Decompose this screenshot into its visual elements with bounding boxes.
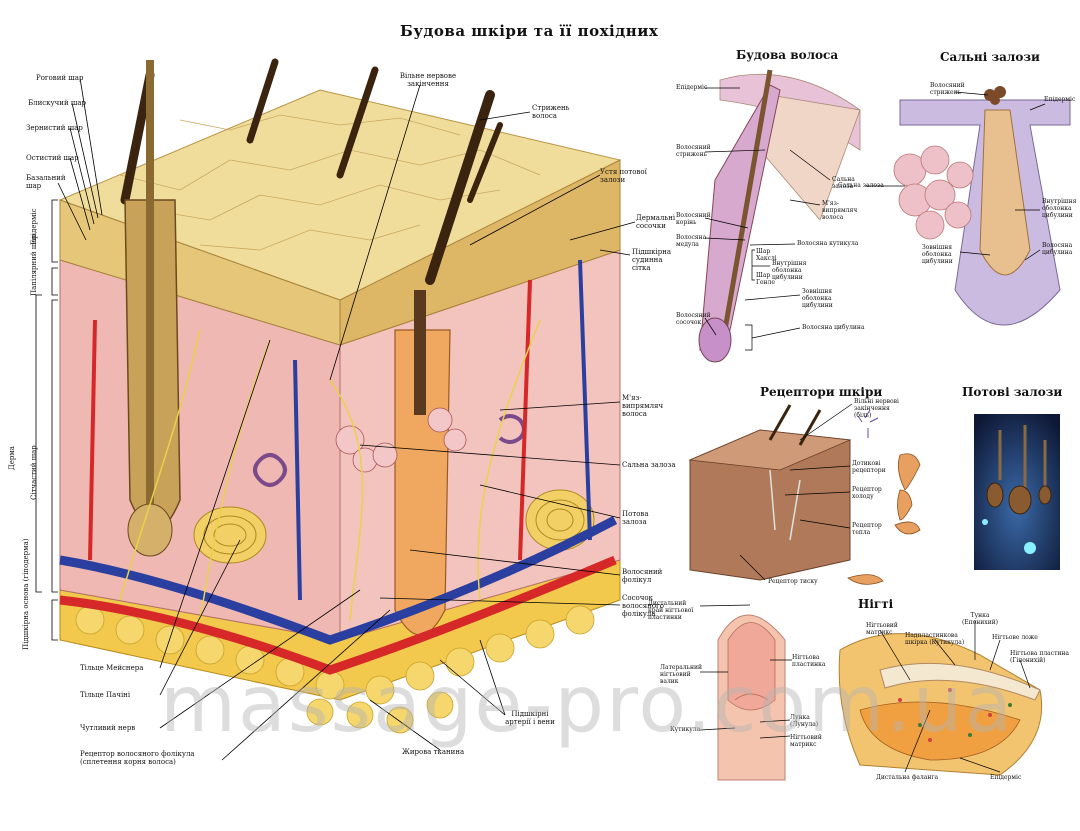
hair-label-henle: Шар Генле [756,272,775,286]
hair-label-medulla: Волосяна медула [676,234,707,248]
label-pacinian-corpuscle: Тільце Пачіні [80,691,131,699]
nail-label-lateral-fold: Латеральний нігтьовий валик [660,664,702,685]
hair-label-cuticle: Волосяна кутикула [797,240,859,247]
label-sweat-gland: Потова залоза [622,510,649,526]
label-dermal-papillae: Дермальні сосочки [636,214,676,230]
label-free-nerve-ending: Вільне нервове закінчення [399,72,457,88]
label-stratum-corneum: Роговий шар [36,74,84,82]
page-title: Будова шкіри та її похідних [400,22,659,40]
section-title-nails: Нігті [858,597,894,611]
hair-label-outer-sheath: Зовнішня оболонка цибулини [802,288,833,309]
hair-label-papilla: Волосяний сосочок [676,312,711,326]
label-hair-shaft: Стрижень волоса [532,104,570,120]
nail-label-lunula: Лунка (Лунула) [790,714,819,728]
watermark: massage-pro.com.ua [160,660,1015,750]
seb-label-inner: Внутрішня оболонка цибулини [1042,198,1077,219]
nail-label-matrix: Нігтьовий матрикс [866,622,898,636]
section-title-sebaceous: Сальні залози [940,50,1040,64]
nail-label-free-edge: Дистальний край нігтьової пластинки [648,600,694,621]
section-title-receptors: Рецептори шкіри [760,385,883,399]
label-stratum-granulosum: Зернистий шар [26,124,83,132]
nail-label-matrix-front: Нігтьовий матрикс [790,734,822,748]
label-sebaceous-gland: Сальна залоза [622,461,676,469]
rec-label-heat: Рецептор тепла [852,522,882,536]
section-title-sweat: Потові залози [962,385,1063,399]
label-subcutaneous-plexus: Підшкірна судинна сітка [632,248,672,272]
hair-label-bulb: Волосяна цибулина [802,324,865,331]
rec-label-pressure: Рецептор тиску [768,578,818,585]
hair-label-sebaceous: Сальна залоза [832,176,855,190]
label-stratum-lucidum: Блискучий шар [28,99,87,107]
seb-label-shaft: Волосяний стрижень [930,82,965,96]
nail-label-distal-phalanx: Дистальна фаланга [876,774,939,781]
hair-label-arrector: М'яз-випрямляч волоса [822,200,858,221]
seb-label-outer: Зовнішня оболонка цибулини [922,244,953,265]
seb-label-bulb: Волосяна цибулина [1042,242,1073,256]
nail-label-plate: Нігтьова пластинка [792,654,826,668]
hair-label-epidermis: Епідерміс [676,84,708,91]
label-sensory-nerve: Чутливий нерв [80,724,136,732]
nail-label-eponychium: Тунка (Епонихий) [961,612,999,626]
nail-label-epidermis: Епідерміс [990,774,1022,781]
label-arrector-pili: М'яз-випрямляч волоса [622,394,664,418]
label-hair-follicle-receptor: Рецептор волосяного фолікула (сплетення … [80,750,195,766]
label-follicle-papilla: Сосочок волосяного фолікула [622,594,664,618]
nail-label-perionychium: Надпластинкова шкірка (Кутикула) [905,632,965,646]
nail-label-cuticle: Кутикула [670,726,701,733]
nail-label-hyponychium: Нігтьова пластина (Гіпонихій) [1010,650,1069,664]
rec-label-free-nerve: Вільні нервові закінчення (біль) [854,398,899,419]
seb-label-gland: Сальна залоза [838,182,884,189]
label-sweat-pore: Устя потової залози [600,168,647,184]
rec-label-touch: Дотикові рецептори [852,460,886,474]
label-subcutaneous-vessels: Підшкірні артерії і вени [505,710,555,726]
label-adipose-tissue: Жирова тканина [402,748,465,756]
label-hair-follicle: Волосяний фолікул [622,568,663,584]
label-meissner-corpuscle: Тільце Мейснера [80,664,144,672]
hair-label-shaft: Волосяний стрижень [676,144,711,158]
hair-label-huxley: Шар Хакслі [756,248,777,262]
rec-label-cold: Рецептор холоду [852,486,882,500]
label-stratum-basale: Базальний шар [26,174,66,190]
label-stratum-spinosum: Остистий шар [26,154,79,162]
hair-label-inner-sheath: Внутрішня оболонка цибулини [772,260,807,281]
nail-label-bed: Нігтьове ложе [992,634,1038,641]
section-title-hair: Будова волоса [736,48,839,62]
seb-label-epidermis: Епідерміс [1044,96,1076,103]
hair-label-root: Волосяний корінь [676,212,711,226]
